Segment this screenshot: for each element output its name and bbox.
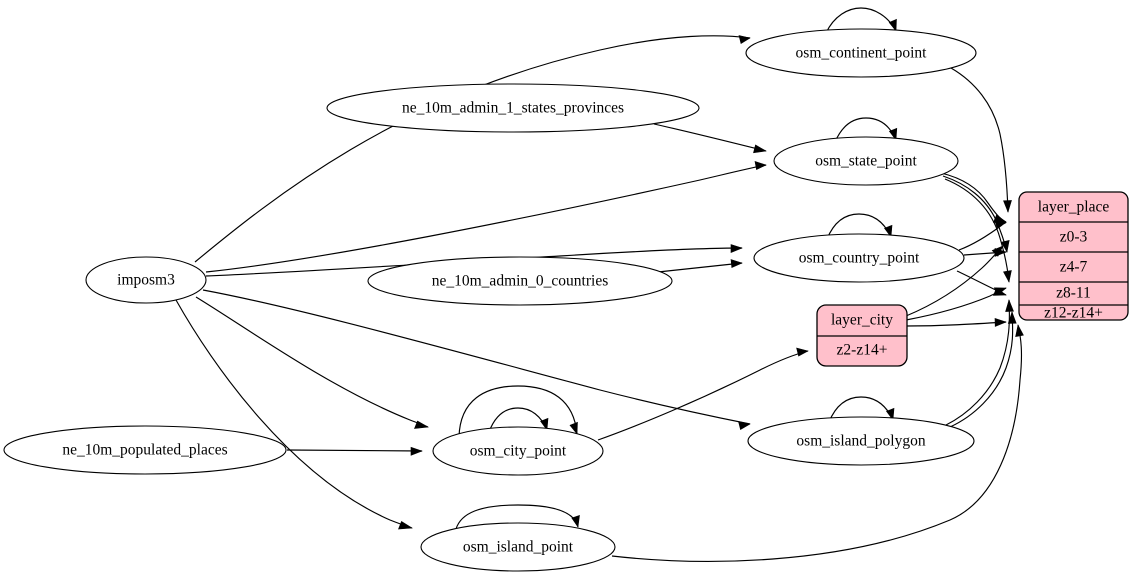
edge-osm-state-point-to-layer-place-2	[942, 175, 1010, 253]
node-ne-10m-admin-1-states-provinces[interactable]: ne_10m_admin_1_states_provinces	[326, 83, 700, 133]
node-osm-island-point[interactable]: osm_island_point	[420, 522, 616, 572]
node-ne-10m-admin-0-countries[interactable]: ne_10m_admin_0_countries	[367, 256, 673, 306]
layer-place-row-z12-z14plus[interactable]: z12-z14+	[1044, 305, 1103, 322]
node-osm-country-point[interactable]: osm_country_point	[753, 233, 965, 283]
edge-imposm3-to-osm-island-polygon	[202, 289, 751, 430]
node-osm-island-polygon[interactable]: osm_island_polygon	[747, 416, 975, 466]
edge-layer-city-to-layer-place-1	[905, 245, 1004, 317]
edge-ne-states-to-osm-state-point	[653, 123, 767, 154]
edge-osm-continent-point-to-layer-place	[950, 67, 1012, 213]
layer-place-title: layer_place	[1038, 199, 1110, 216]
edge-ne-countries-to-osm-country-point	[657, 259, 743, 273]
node-osm-continent-point-label: osm_continent_point	[796, 45, 928, 62]
layer-city-title: layer_city	[831, 312, 893, 329]
self-loop-osm-state-point	[834, 117, 898, 143]
layer-place-row-z8-11[interactable]: z8-11	[1056, 285, 1091, 302]
self-loop-osm-island-polygon	[828, 396, 895, 423]
edge-layer-city-to-layer-place-2	[905, 287, 1007, 321]
edge-osm-city-point-to-layer-city	[597, 347, 809, 441]
node-layer-city[interactable]: layer_city z2-z14+	[816, 304, 908, 367]
node-ne-states-label: ne_10m_admin_1_states_provinces	[402, 100, 624, 117]
node-osm-city-point[interactable]: osm_city_point	[432, 426, 604, 476]
edge-imposm3-to-osm-island-point	[175, 299, 413, 530]
edge-osm-island-point-to-layer-place	[611, 324, 1024, 562]
edge-imposm3-to-osm-continent-point	[194, 35, 751, 263]
node-osm-state-point[interactable]: osm_state_point	[773, 136, 959, 186]
node-osm-island-point-label: osm_island_point	[463, 539, 574, 556]
edge-layer	[175, 7, 1024, 562]
edge-imposm3-to-osm-city-point	[195, 296, 429, 429]
layer-place-row-z0-3[interactable]: z0-3	[1060, 229, 1088, 246]
node-layer-place[interactable]: layer_place z0-3 z4-7 z8-11 z12-z14+	[1018, 191, 1129, 322]
edge-imposm3-to-osm-state-point	[205, 161, 767, 273]
self-loop-osm-island-point	[455, 504, 580, 530]
node-osm-continent-point[interactable]: osm_continent_point	[745, 28, 977, 78]
self-loop-outer-osm-city-point	[458, 385, 578, 438]
node-imposm3-label: imposm3	[117, 272, 175, 289]
node-osm-city-point-label: osm_city_point	[470, 443, 567, 460]
edge-osm-state-point-to-layer-place-3	[944, 178, 1012, 283]
edge-ne-places-to-osm-city-point	[286, 446, 423, 456]
node-osm-state-point-label: osm_state_point	[815, 153, 917, 170]
edge-osm-island-polygon-to-layer-place-2	[949, 311, 1017, 428]
self-loop-osm-country-point	[826, 213, 893, 240]
edge-osm-country-point-to-layer-place-1	[958, 219, 1007, 251]
node-ne-10m-populated-places[interactable]: ne_10m_populated_places	[3, 425, 287, 475]
node-osm-island-polygon-label: osm_island_polygon	[796, 433, 925, 450]
node-ne-places-label: ne_10m_populated_places	[62, 442, 227, 459]
layer-place-row-z4-7[interactable]: z4-7	[1060, 259, 1088, 276]
layer-city-row-z2-z14plus[interactable]: z2-z14+	[837, 342, 888, 359]
edge-osm-state-point-to-layer-place-1	[940, 172, 1007, 223]
node-imposm3[interactable]: imposm3	[85, 256, 207, 304]
self-loop-osm-continent-point	[825, 7, 897, 34]
edge-layer-city-to-layer-place-3	[905, 317, 1007, 327]
node-osm-country-point-label: osm_country_point	[799, 250, 920, 267]
self-loop-osm-city-point	[488, 407, 549, 433]
node-layer: imposm3 ne_10m_admin_1_states_provinces …	[3, 28, 1129, 572]
node-ne-countries-label: ne_10m_admin_0_countries	[432, 273, 609, 290]
